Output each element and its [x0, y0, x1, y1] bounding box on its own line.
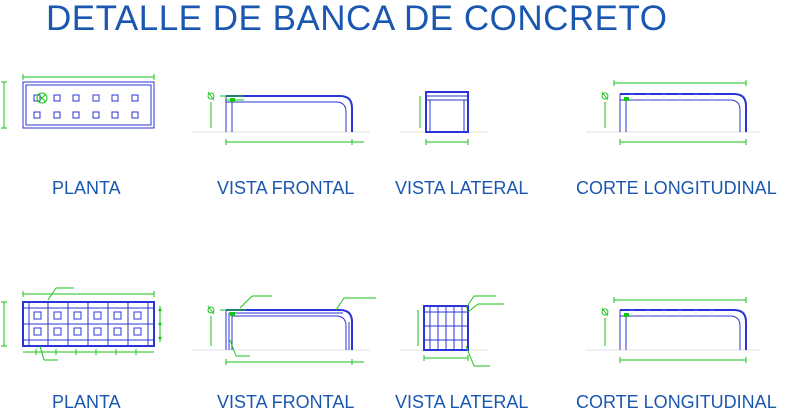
- corte-longitudinal-drawing-2: [586, 297, 760, 363]
- vista-frontal-drawing-2: [192, 295, 376, 365]
- row-2: PLANTA VISTA FRONTA: [1, 287, 777, 411]
- corte-longitudinal-drawing-1: [586, 80, 760, 145]
- caption-vista-lateral: VISTA LATERAL: [395, 178, 528, 198]
- caption-planta: PLANTA: [52, 178, 121, 198]
- planta-openings: [33, 94, 139, 119]
- caption-vista-lateral-2: VISTA LATERAL: [395, 392, 528, 411]
- vista-lateral-drawing-1: [400, 91, 488, 145]
- caption-planta-2: PLANTA: [52, 392, 121, 411]
- caption-vista-frontal-2: VISTA FRONTAL: [217, 392, 354, 411]
- caption-corte-longitudinal-2: CORTE LONGITUDINAL: [576, 392, 777, 411]
- vista-frontal-drawing-1: [192, 91, 370, 145]
- row-1: PLANTA VISTA FRONTAL: [1, 74, 777, 198]
- caption-vista-frontal: VISTA FRONTAL: [217, 178, 354, 198]
- planta-drawing-2: [1, 287, 162, 361]
- drawing-title: DETALLE DE BANCA DE CONCRETO: [46, 0, 667, 38]
- vista-lateral-drawing-2: [400, 295, 504, 367]
- planta-drawing-1: [1, 74, 155, 129]
- caption-corte-longitudinal: CORTE LONGITUDINAL: [576, 178, 777, 198]
